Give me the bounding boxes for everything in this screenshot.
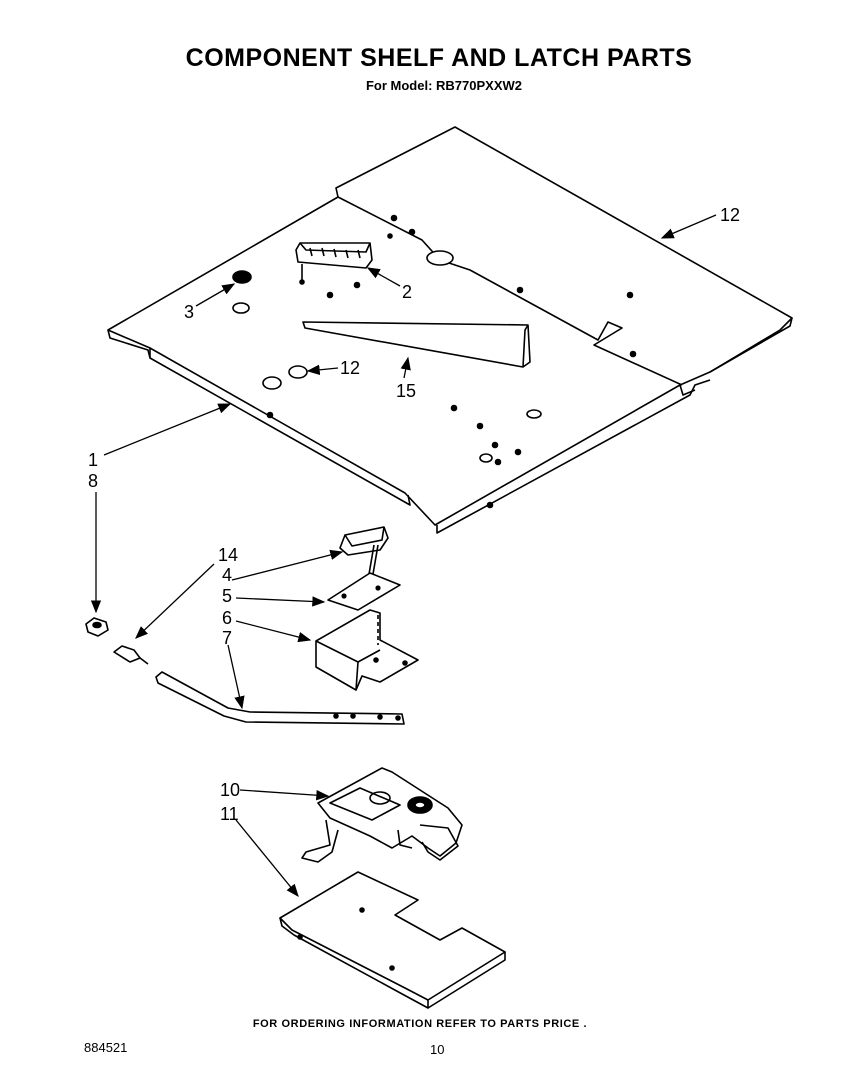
clip-part-14 — [113, 645, 149, 665]
callout-1: 1 — [88, 450, 98, 470]
page-number: 10 — [430, 1042, 445, 1057]
callout-7: 7 — [222, 628, 232, 648]
callout-3: 3 — [184, 302, 194, 322]
callout-11: 11 — [220, 804, 239, 824]
document-code: 884521 — [84, 1040, 128, 1055]
switch-part-4 — [339, 526, 389, 581]
latch-assembly-part-10 — [301, 767, 463, 863]
callout-14: 14 — [218, 545, 238, 565]
ordering-note: FOR ORDERING INFORMATION REFER TO PARTS … — [252, 1018, 588, 1030]
latch-link-part-7 — [155, 671, 405, 725]
terminal-block-part-2 — [295, 242, 373, 285]
callout-4: 4 — [222, 565, 232, 585]
leader-lines — [90, 214, 717, 898]
callout-12: 12 — [340, 358, 360, 378]
callout-5: 5 — [222, 586, 232, 606]
callout-2: 2 — [402, 282, 412, 302]
model-subtitle: For Model: RB770PXXW2 — [365, 78, 523, 93]
callout-labels: 12 2 3 12 15 1 8 14 4 5 6 7 10 11 — [88, 205, 740, 824]
callout-13: 12 — [720, 205, 740, 225]
insulator-part-5 — [327, 572, 401, 611]
cover-part-11 — [279, 871, 506, 1009]
plug-part-3 — [232, 270, 252, 314]
callout-15: 15 — [396, 381, 416, 401]
callout-10: 10 — [220, 780, 240, 800]
baffle-part-15 — [302, 321, 531, 368]
callout-6: 6 — [222, 608, 232, 628]
page-title: COMPONENT SHELF AND LATCH PARTS — [185, 44, 693, 72]
callout-8: 8 — [88, 471, 98, 491]
bracket-part-6 — [315, 609, 419, 691]
knob-part-8 — [85, 617, 109, 637]
